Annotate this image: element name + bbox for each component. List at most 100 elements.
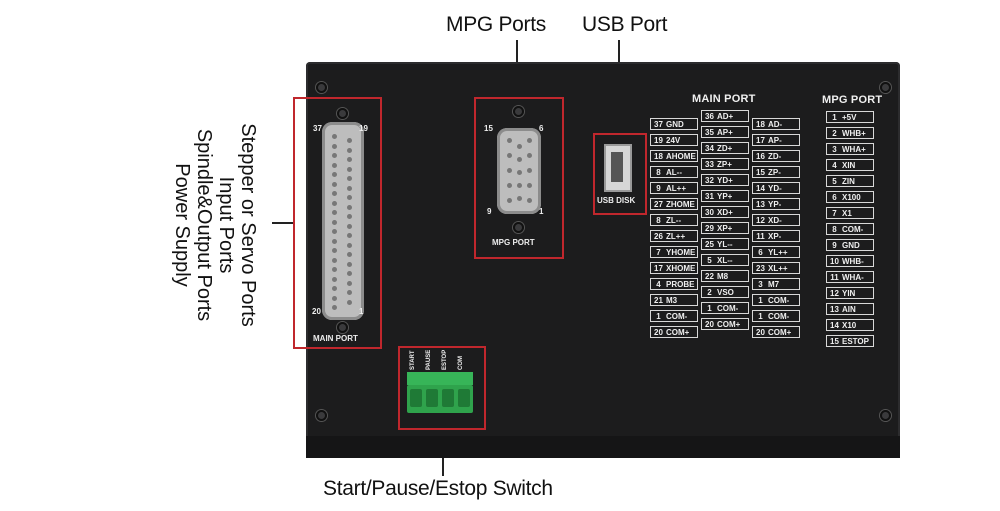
- usb-port-callout: USB Port: [582, 13, 668, 36]
- mpg-ports-callout: MPG Ports: [446, 13, 546, 36]
- pin-signal: WHA+: [842, 145, 866, 154]
- pin-signal: COM+: [666, 328, 690, 337]
- connector-pin: [507, 168, 512, 173]
- db37-connector: [322, 122, 364, 320]
- main-port-table-title: MAIN PORT: [692, 93, 756, 105]
- pin-signal: XHOME: [666, 264, 696, 273]
- connector-pin: [527, 168, 532, 173]
- screw-icon: [880, 410, 891, 421]
- pin-number: 31: [705, 192, 714, 201]
- pin-number: 11: [756, 232, 765, 241]
- terminal-screw: [458, 389, 470, 407]
- pin-number: 13: [756, 200, 765, 209]
- connector-pin: [507, 153, 512, 158]
- mpg-pin-1-label: 1: [539, 207, 544, 216]
- pin-number: 18: [756, 120, 765, 129]
- pin-signal: YP+: [717, 192, 733, 201]
- pin-number: 15: [756, 168, 765, 177]
- pin-number: 16: [756, 152, 765, 161]
- pin-signal: ZP-: [768, 168, 781, 177]
- connector-pin: [527, 183, 532, 188]
- terminal-screw: [442, 389, 454, 407]
- pin-number: 33: [705, 160, 714, 169]
- terminal-label-pause: PAUSE: [426, 349, 432, 370]
- connector-pin: [527, 198, 532, 203]
- pin-signal: WHB-: [842, 257, 864, 266]
- pin-number: 20: [654, 328, 663, 337]
- pin-signal: YL++: [768, 248, 788, 257]
- connector-pin: [507, 183, 512, 188]
- pin-number: 1: [832, 113, 837, 122]
- main-pin-19-label: 19: [359, 124, 368, 133]
- pin-number: 12: [830, 289, 839, 298]
- pin-number: 1: [656, 312, 661, 321]
- pin-signal: COM-: [768, 296, 790, 305]
- pin-number: 1: [707, 304, 712, 313]
- pin-number: 34: [705, 144, 714, 153]
- connector-pin: [332, 219, 337, 225]
- main-leader-line: [272, 222, 294, 224]
- callout-line-2: Input Ports: [215, 176, 237, 274]
- pin-signal: ZHOME: [666, 200, 695, 209]
- terminal-label-com: COM: [458, 356, 464, 370]
- mpg-port-highlight: [474, 97, 564, 259]
- pin-signal: YD+: [717, 176, 733, 185]
- main-pin-20-label: 20: [312, 307, 321, 316]
- pin-signal: YIN: [842, 289, 856, 298]
- connector-pin: [332, 248, 337, 253]
- screw-icon: [316, 410, 327, 421]
- pin-number: 14: [830, 321, 839, 330]
- pin-number: 8: [656, 216, 661, 225]
- connector-pin: [347, 195, 352, 200]
- connector-pin: [517, 157, 522, 162]
- pin-signal: AP+: [717, 128, 733, 137]
- connector-pin: [332, 276, 337, 282]
- pin-number: 6: [758, 248, 763, 257]
- terminal-block[interactable]: [407, 385, 473, 413]
- pin-signal: ZD+: [717, 144, 733, 153]
- pin-number: 15: [830, 337, 839, 346]
- pin-number: 20: [756, 328, 765, 337]
- terminal-label-estop: ESTOP: [442, 349, 448, 370]
- pin-number: 30: [705, 208, 714, 217]
- pin-signal: M8: [717, 272, 729, 281]
- pin-number: 4: [832, 161, 837, 170]
- pin-signal: +5V: [842, 113, 857, 122]
- pin-signal: ZD-: [768, 152, 782, 161]
- connector-pin: [332, 143, 337, 149]
- pin-signal: AHOME: [666, 152, 696, 161]
- pin-signal: 24V: [666, 136, 681, 145]
- usb-socket[interactable]: [604, 144, 632, 192]
- pin-signal: YD-: [768, 184, 782, 193]
- connector-pin: [332, 267, 337, 272]
- pin-number: 7: [656, 248, 661, 257]
- screw-icon: [337, 108, 348, 119]
- pin-signal: AL--: [666, 168, 682, 177]
- screw-icon: [316, 82, 327, 93]
- connector-pin: [332, 238, 337, 244]
- callout-line-3: Spindle&Output Ports: [193, 128, 215, 322]
